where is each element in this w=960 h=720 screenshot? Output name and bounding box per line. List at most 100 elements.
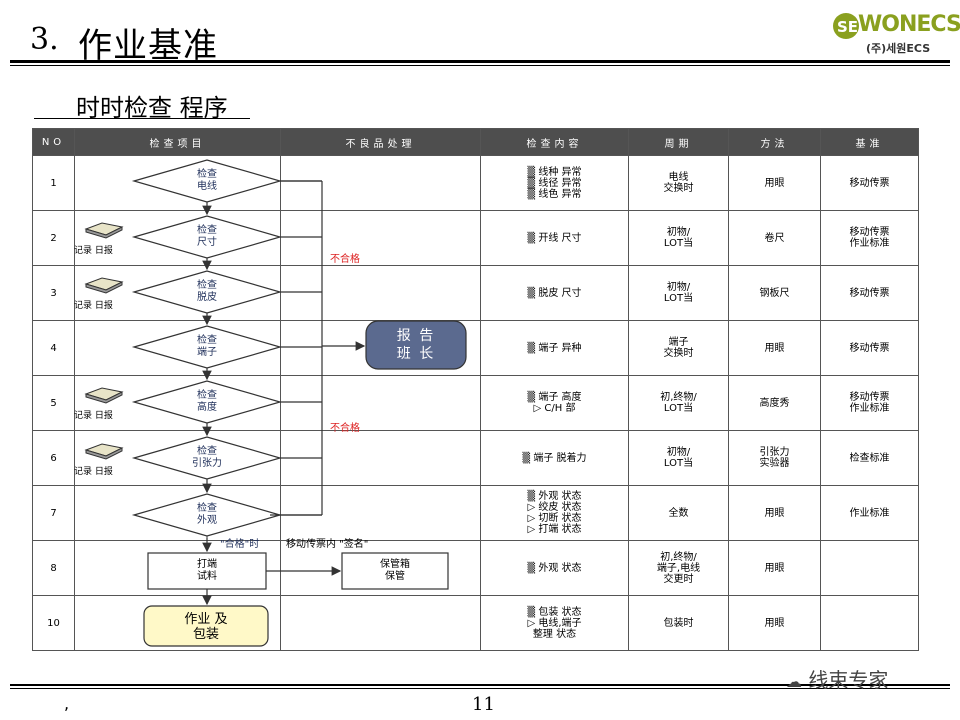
row-defect-cell (280, 265, 481, 321)
row-no: 8 (32, 540, 75, 596)
content-line: ▷ 绞皮 状态 (527, 502, 582, 513)
header-rule-thin (10, 65, 950, 66)
record-label: 记录 日报 (74, 301, 113, 311)
svg-text:SE: SE (837, 18, 858, 36)
row-standard (820, 540, 919, 596)
content-line: 整理 状态 (532, 628, 577, 640)
row-standard: 移动传票 (820, 265, 919, 321)
section-number: 3. (30, 22, 59, 57)
content-line: ▒ 端子 异种 (527, 342, 582, 354)
row-standard: 移动传票作业标准 (820, 210, 919, 266)
reject-label: 不合格 (330, 423, 360, 434)
content-line: ▒ 线种 异常 (527, 166, 582, 178)
content-line: ▷ 切断 状态 (527, 513, 582, 524)
wechat-icon: ☁ (786, 672, 802, 691)
decision-label: 检查尺寸 (197, 225, 217, 248)
decision-label: 检查电线 (197, 169, 217, 192)
row-method: 用眼 (728, 540, 821, 596)
header-item: 检查项目 (74, 128, 281, 156)
row-defect-cell (280, 155, 481, 211)
page-number: 11 (472, 694, 495, 715)
page-title: 作业基准 (78, 26, 218, 66)
content-line: ▒ 线色 异常 (527, 188, 582, 200)
row-cycle: 初,终物/端子,电线交更时 (628, 540, 729, 596)
reject-label: 不合格 (330, 254, 360, 265)
table-row: 4▒ 端子 异种端子交换时用眼移动传票 (32, 320, 919, 376)
process-box-label: 打端试料 (197, 559, 217, 582)
row-method: 钢板尺 (728, 265, 821, 321)
row-method: 引张力实验器 (728, 430, 821, 486)
table-row: 1▒ 线种 异常▒ 线径 异常▒ 线色 异常电线交换时用眼移动传票 (32, 155, 919, 211)
row-content: ▒ 包装 状态▷ 电线,端子 整理 状态 (480, 595, 629, 651)
content-line: ▒ 外观 状态 (527, 491, 582, 502)
row-method: 高度秀 (728, 375, 821, 431)
decision-label: 检查脱皮 (197, 280, 217, 303)
inspection-table: NO 检查项目 不良品处理 检查内容 周期 方法 基准 1▒ 线种 异常▒ 线径… (32, 128, 919, 651)
pass-note: "合格"时 (220, 539, 260, 550)
row-content: ▒ 外观 状态 (480, 540, 629, 596)
row-method: 用眼 (728, 320, 821, 376)
row-no: 10 (32, 595, 75, 651)
storage-box-label: 保管箱保管 (380, 559, 410, 582)
wechat-watermark: ☁ 线束专家 (786, 664, 888, 693)
content-line: ▒ 开线 尺寸 (527, 232, 582, 244)
logo-subtitle: (주)세원ECS (866, 42, 931, 55)
company-logo: SE (832, 10, 942, 56)
table-row: 7▒ 外观 状态▷ 绞皮 状态▷ 切断 状态▷ 打端 状态全数用眼作业标准 (32, 485, 919, 541)
row-cycle: 端子交换时 (628, 320, 729, 376)
header-content: 检查内容 (480, 128, 629, 156)
row-cycle: 全数 (628, 485, 729, 541)
logo-mark-icon: SE (833, 13, 859, 39)
row-content: ▒ 端子 脱着力 (480, 430, 629, 486)
subtitle-underline (34, 118, 250, 119)
content-line: ▷ 打端 状态 (527, 524, 582, 535)
row-standard: 移动传票作业标准 (820, 375, 919, 431)
content-line: ▒ 线径 异常 (527, 177, 582, 189)
row-no: 7 (32, 485, 75, 541)
row-method: 卷尺 (728, 210, 821, 266)
row-cycle: 初物/LOT当 (628, 430, 729, 486)
table-row: 3▒ 脱皮 尺寸初物/LOT当钢板尺移动传票 (32, 265, 919, 321)
record-label: 记录 日报 (74, 411, 113, 421)
row-standard: 移动传票 (820, 320, 919, 376)
row-method: 用眼 (728, 595, 821, 651)
row-content: ▒ 开线 尺寸 (480, 210, 629, 266)
row-standard: 检查标准 (820, 430, 919, 486)
row-content: ▒ 端子 异种 (480, 320, 629, 376)
decision-label: 检查高度 (197, 390, 217, 413)
row-standard (820, 595, 919, 651)
content-line: ▒ 端子 高度 (527, 392, 582, 403)
row-defect-cell (280, 430, 481, 486)
row-method: 用眼 (728, 485, 821, 541)
row-no: 5 (32, 375, 75, 431)
footer-rule-thick (10, 684, 950, 686)
record-label: 记录 日报 (74, 467, 113, 477)
row-cycle: 初物/LOT当 (628, 265, 729, 321)
row-content: ▒ 线种 异常▒ 线径 异常▒ 线色 异常 (480, 155, 629, 211)
logo-wordmark: WONECS (858, 12, 960, 37)
footer-mark: , (64, 694, 70, 713)
pass-note: 移动传票内 "签名" (286, 539, 369, 550)
row-cycle: 初物/LOT当 (628, 210, 729, 266)
row-standard: 移动传票 (820, 155, 919, 211)
content-line: ▷ C/H 部 (533, 403, 576, 414)
header-cycle: 周期 (628, 128, 729, 156)
table-row: 2 ▒ 开线 尺寸 初物/LOT当卷尺移动传票作业标准 (32, 210, 919, 266)
row-cycle: 电线交换时 (628, 155, 729, 211)
final-box-label: 作业 及包装 (184, 612, 228, 642)
content-line: ▒ 包装 状态 (527, 606, 582, 618)
content-line: ▒ 外观 状态 (527, 562, 582, 574)
decision-label: 检查端子 (197, 335, 217, 358)
row-no: 6 (32, 430, 75, 486)
row-defect-cell (280, 485, 481, 541)
report-box-label: 报 告班 长 (396, 328, 436, 362)
section-subtitle: 时时检查 程序 (76, 94, 228, 122)
header-standard: 基准 (820, 128, 919, 156)
row-method: 用眼 (728, 155, 821, 211)
content-line: ▷ 电线,端子 (527, 617, 582, 629)
row-cycle: 初,终物/LOT当 (628, 375, 729, 431)
row-no: 2 (32, 210, 75, 266)
row-content: ▒ 脱皮 尺寸 (480, 265, 629, 321)
row-cycle: 包装时 (628, 595, 729, 651)
row-content: ▒ 端子 高度▷ C/H 部 (480, 375, 629, 431)
